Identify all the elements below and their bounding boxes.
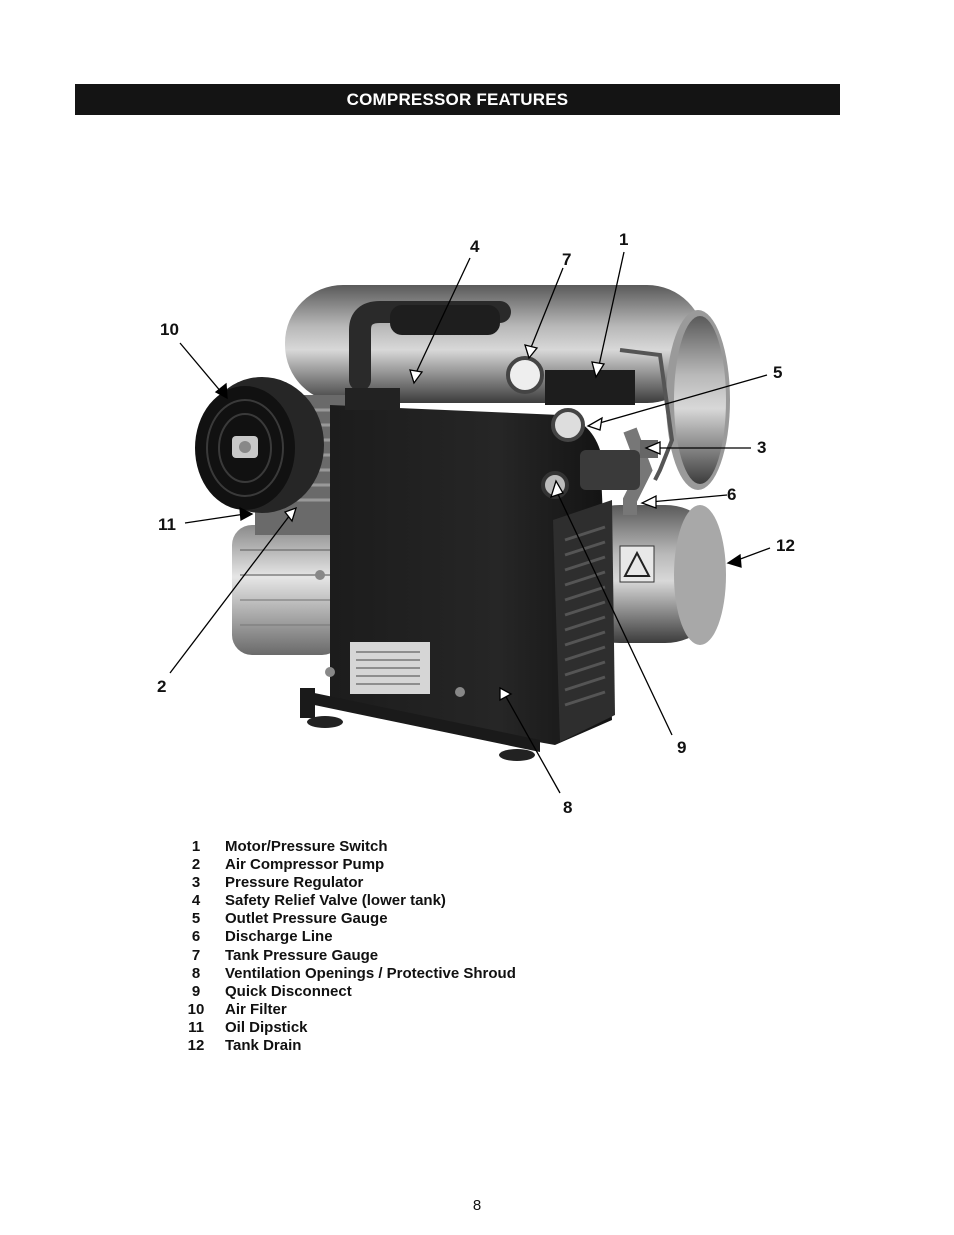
legend-number: 12 — [187, 1037, 205, 1055]
leader-6 — [649, 494, 728, 503]
legend-number: 11 — [188, 1018, 204, 1036]
legend-item: 11 Oil Dipstick — [180, 1019, 600, 1037]
legend-item: 10 Air Filter — [180, 1001, 600, 1019]
legend-label: Air Filter — [225, 1000, 287, 1018]
callout-10: 10 — [160, 320, 179, 339]
leader-2 — [169, 514, 291, 674]
legend-number: 1 — [191, 838, 201, 855]
callout-3: 3 — [757, 438, 767, 457]
legend-label: Pressure Regulator — [225, 874, 364, 892]
arrowhead-12 — [726, 553, 742, 568]
legend-label: Tank Drain — [225, 1037, 302, 1055]
callout-11: 11 — [158, 515, 176, 534]
callout-5: 5 — [773, 363, 783, 382]
section-title: COMPRESSOR FEATURES — [346, 89, 569, 109]
legend-item: 6 Discharge Line — [180, 928, 600, 946]
arrowhead-9 — [550, 479, 564, 499]
legend-number: 6 — [191, 928, 201, 946]
feature-legend: 1 Motor/Pressure Switch 2 Air Compressor… — [180, 838, 600, 1055]
legend-item: 5 Outlet Pressure Gauge — [180, 910, 600, 928]
legend-label: Tank Pressure Gauge — [225, 946, 379, 964]
legend-item: 3 Pressure Regulator — [180, 874, 600, 892]
arrowheads — [214, 344, 742, 702]
leader-11 — [184, 513, 246, 524]
legend-item: 2 Air Compressor Pump — [180, 856, 600, 874]
arrowhead-6 — [640, 494, 657, 509]
legend-item: 4 Safety Relief Valve (lower tank) — [180, 892, 600, 910]
arrowhead-2 — [283, 506, 298, 523]
callout-6: 6 — [727, 485, 737, 504]
legend-item: 7 Tank Pressure Gauge — [180, 947, 600, 965]
legend-number: 4 — [191, 892, 201, 910]
callout-12: 12 — [776, 536, 795, 555]
callout-8: 8 — [563, 798, 573, 817]
callout-4: 4 — [470, 237, 480, 256]
callout-1: 1 — [619, 230, 629, 249]
legend-label: Outlet Pressure Gauge — [225, 910, 388, 928]
compressor-illustration — [169, 251, 771, 794]
legend-number: 8 — [191, 964, 201, 982]
legend-number: 7 — [191, 946, 201, 964]
legend-item: 12 Tank Drain — [180, 1037, 600, 1055]
legend-number: 10 — [187, 1000, 205, 1018]
arrowhead-3 — [644, 441, 661, 455]
callout-7: 7 — [562, 250, 572, 269]
arrowhead-1 — [591, 361, 606, 379]
arrowhead-8 — [499, 686, 513, 702]
legend-item: 1 Motor/Pressure Switch — [180, 838, 600, 856]
legend-number: 2 — [191, 856, 201, 874]
arrowhead-11 — [239, 506, 254, 522]
legend-number: 5 — [191, 910, 201, 928]
legend-label: Oil Dipstick — [225, 1018, 308, 1036]
legend-item: 8 Ventilation Openings / Protective Shro… — [180, 965, 600, 983]
section-title-bar: COMPRESSOR FEATURES — [75, 84, 840, 115]
arrowhead-10 — [214, 382, 228, 400]
leader-4 — [414, 257, 471, 376]
legend-number: 9 — [191, 982, 201, 1000]
legend-label: Discharge Line — [225, 928, 333, 946]
leader-9 — [555, 489, 673, 736]
leader-1 — [597, 251, 625, 371]
callout-9: 9 — [677, 738, 687, 757]
base-feet — [300, 688, 540, 761]
legend-label: Motor/Pressure Switch — [225, 838, 388, 855]
legend-label: Air Compressor Pump — [225, 856, 385, 874]
leader-5 — [595, 374, 768, 425]
air-filter — [195, 377, 324, 513]
protective-shroud — [315, 388, 615, 745]
callout-2: 2 — [157, 677, 167, 696]
leader-lines — [169, 251, 771, 794]
arrowhead-4 — [409, 369, 424, 385]
motor-housing — [232, 525, 342, 655]
arrowhead-7 — [524, 344, 539, 360]
leader-8 — [504, 694, 561, 794]
leader-10 — [179, 342, 223, 394]
leader-7 — [529, 267, 564, 351]
legend-label: Safety Relief Valve (lower tank) — [225, 892, 446, 910]
legend-label: Ventilation Openings / Protective Shroud — [225, 964, 516, 982]
page-number: 8 — [472, 1197, 482, 1214]
gauges-fittings — [506, 356, 658, 499]
legend-label: Quick Disconnect — [225, 982, 352, 1000]
arrowhead-5 — [586, 416, 603, 431]
legend-number: 3 — [191, 874, 201, 892]
legend-item: 9 Quick Disconnect — [180, 983, 600, 1001]
